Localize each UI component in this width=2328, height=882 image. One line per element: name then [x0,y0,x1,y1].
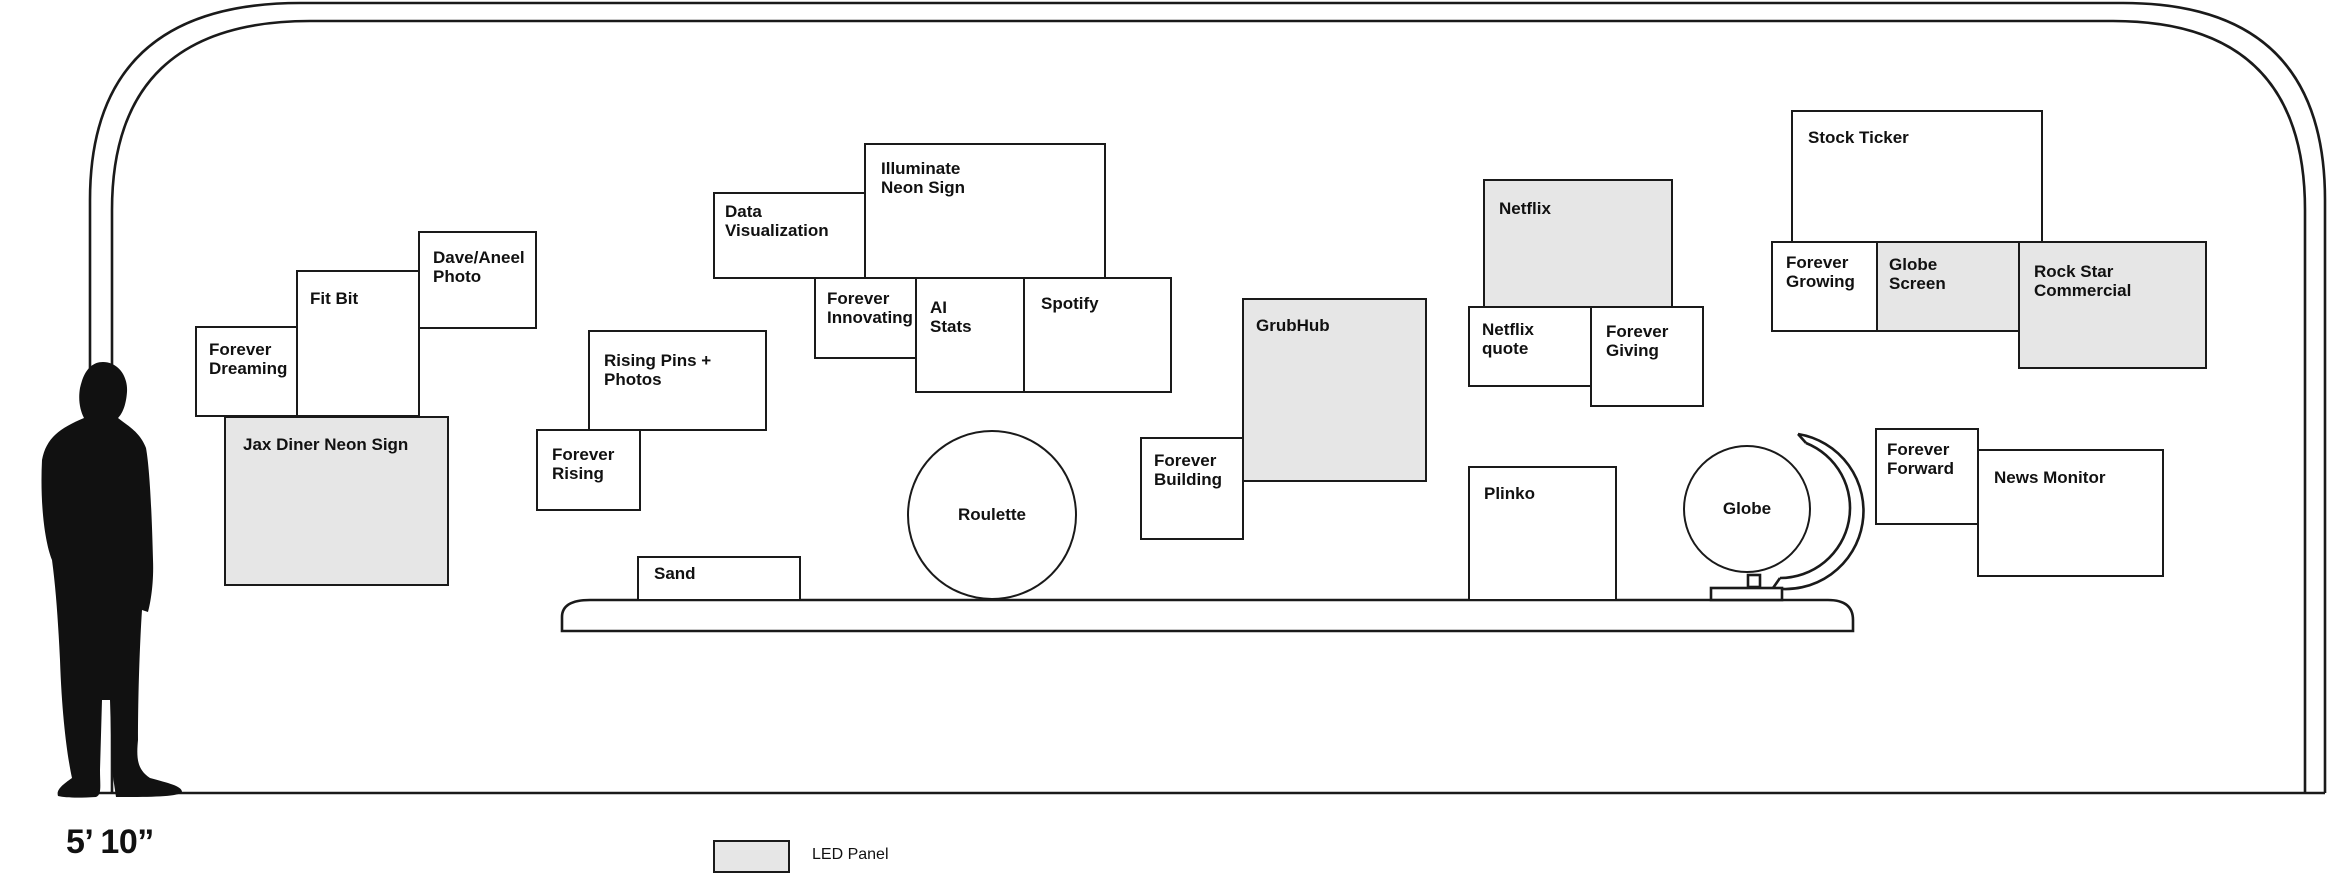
rock-star-commercial-panel: Rock Star Commercial [2018,241,2207,369]
netflix-quote-panel: Netflix quote [1468,306,1592,387]
news-monitor-label: News Monitor [1994,468,2106,487]
fit-bit-label: Fit Bit [310,289,359,308]
plinko-label: Plinko [1484,484,1536,503]
illuminate-neon-sign-panel: Illuminate Neon Sign [864,143,1106,279]
netflix-panel: Netflix [1483,179,1673,308]
spotify-panel: Spotify [1023,277,1172,393]
grubhub-label: GrubHub [1256,316,1330,335]
forever-dreaming-label: Forever Dreaming [209,340,288,378]
forever-growing-panel: Forever Growing [1771,241,1878,332]
globe-stand [1709,432,1865,602]
ai-stats-label: AI Stats [930,298,972,336]
stock-ticker-label: Stock Ticker [1808,128,1909,147]
fit-bit-panel: Fit Bit [296,270,420,417]
forever-dreaming-panel: Forever Dreaming [195,326,299,417]
ai-stats-panel: AI Stats [915,277,1025,393]
forever-forward-label: Forever Forward [1887,440,1955,478]
netflix-quote-label: Netflix quote [1482,320,1534,358]
forever-innovating-label: Forever Innovating [827,289,913,327]
news-monitor-panel: News Monitor [1977,449,2164,577]
globe-sphere: Globe [1683,445,1811,573]
forever-building-panel: Forever Building [1140,437,1244,540]
roulette-label: Roulette [958,505,1026,524]
dave-aneel-photo-panel: Dave/Aneel Photo [418,231,537,329]
rock-star-commercial-label: Rock Star Commercial [2034,262,2132,300]
sand-panel: Sand [637,556,801,601]
person-silhouette [41,362,183,798]
forever-building-label: Forever Building [1154,451,1222,489]
rising-pins-photos-panel: Rising Pins + Photos [588,330,767,431]
roulette-wheel: Roulette [907,430,1077,600]
legend-led-label: LED Panel [812,846,889,863]
jax-diner-neon-sign-label: Jax Diner Neon Sign [243,435,409,454]
plinko-panel: Plinko [1468,466,1617,601]
jax-diner-neon-sign-panel: Jax Diner Neon Sign [224,416,449,586]
rising-pins-photos-label: Rising Pins + Photos [604,351,712,389]
globe-label: Globe [1722,499,1772,518]
forever-forward-panel: Forever Forward [1875,428,1979,525]
forever-rising-panel: Forever Rising [536,429,641,511]
forever-giving-panel: Forever Giving [1590,306,1704,407]
dave-aneel-photo-label: Dave/Aneel Photo [433,248,525,286]
globe-screen-panel: Globe Screen [1876,241,2021,332]
grubhub-panel: GrubHub [1242,298,1427,482]
forever-growing-label: Forever Growing [1786,253,1855,291]
globe-screen-label: Globe Screen [1889,255,1946,293]
stock-ticker-panel: Stock Ticker [1791,110,2043,243]
data-visualization-label: Data Visualization [725,202,829,240]
sand-label: Sand [654,564,696,583]
netflix-label: Netflix [1499,199,1551,218]
spotify-label: Spotify [1041,294,1099,313]
legend-led-swatch [713,840,790,873]
height-label: 5’ 10” [66,823,154,861]
illuminate-neon-sign-label: Illuminate Neon Sign [881,159,966,197]
forever-rising-label: Forever Rising [552,445,615,483]
shelf [560,598,1855,633]
forever-giving-label: Forever Giving [1606,322,1669,360]
forever-innovating-panel: Forever Innovating [814,277,917,359]
data-visualization-panel: Data Visualization [713,192,866,279]
